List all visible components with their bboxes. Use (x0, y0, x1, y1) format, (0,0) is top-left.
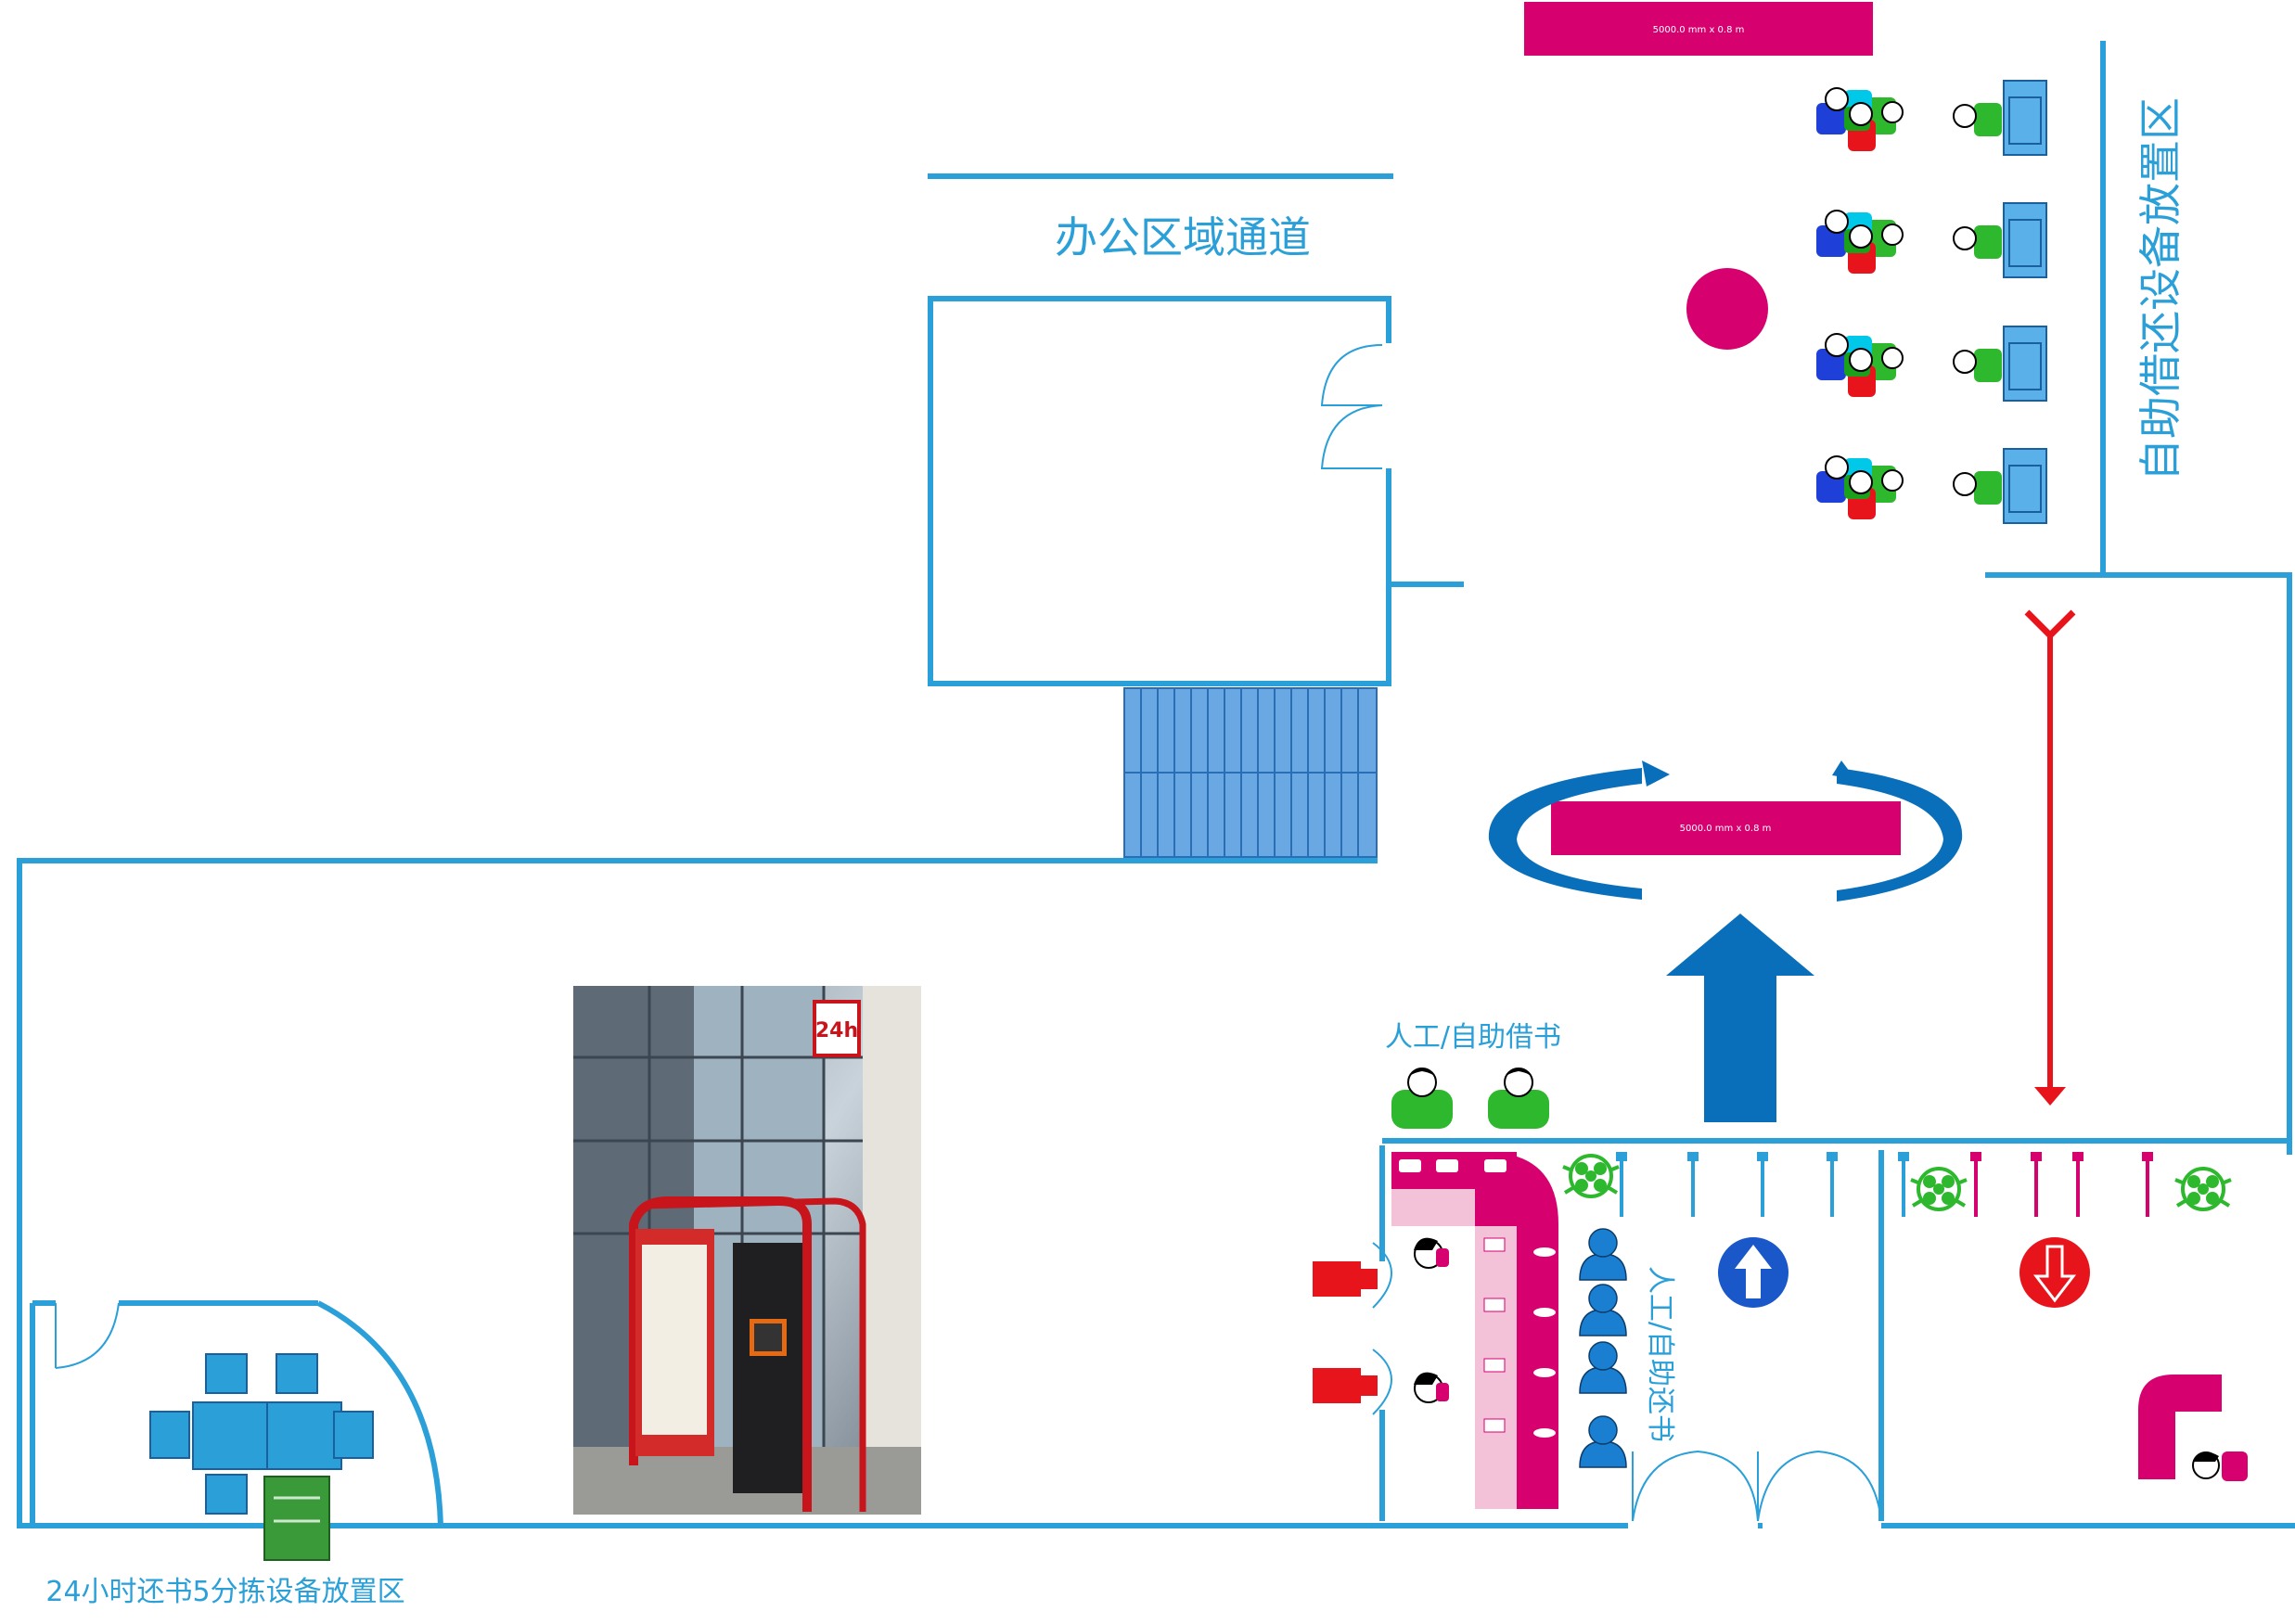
top-magenta-bar: 5000.0 mm x 0.8 m (1524, 2, 1873, 56)
entry-sign (1718, 1237, 1789, 1308)
exit-sign (2019, 1237, 2090, 1308)
counter-chairs (1313, 1242, 1392, 1415)
label-manual-borrow: 人工/自助借书 (1385, 1021, 1561, 1054)
door-office[interactable] (1320, 344, 1383, 470)
magenta-column (1686, 268, 1768, 350)
circulation-arrows (1488, 761, 1963, 902)
label-office-corridor: 办公区域通道 (1055, 212, 1311, 262)
center-magenta-bar: 5000.0 mm x 0.8 m (1551, 801, 1901, 855)
counter-staff (1579, 1228, 1627, 1468)
red-flow-arrow (2024, 609, 2076, 1106)
station-row (1816, 202, 2047, 278)
book-posts (1614, 1150, 2155, 1219)
plants (1561, 1154, 2233, 1211)
door-sort-zone[interactable] (55, 1302, 120, 1369)
service-counter (1391, 1152, 1558, 1509)
borrow-staff (1391, 1068, 1549, 1129)
stair-hatch (1123, 687, 1378, 858)
station-row (1816, 448, 2047, 524)
label-return-sort-zone: 24小时还书5分拣设备放置区 (45, 1576, 404, 1608)
svg-text:5000.0 mm x 0.8 m: 5000.0 mm x 0.8 m (1653, 25, 1745, 35)
guard-desk (2138, 1375, 2248, 1481)
door-entrance[interactable] (1632, 1450, 1882, 1522)
label-manual-return: 人工/自助还书 (1644, 1266, 1676, 1442)
label-self-service-zone: 自助借还设备放置区 (2135, 97, 2186, 481)
green-return-bin (263, 1476, 330, 1561)
station-row (1816, 326, 2047, 402)
walls (17, 41, 2295, 1528)
sort-zone-furniture (149, 1353, 374, 1515)
station-row (1816, 80, 2047, 156)
svg-text:5000.0 mm x 0.8 m: 5000.0 mm x 0.8 m (1680, 824, 1772, 834)
kiosk-photo: 24h (573, 986, 921, 1515)
counter-seated-staff (1414, 1237, 1449, 1403)
kiosk-sign-text: 24h (815, 1019, 858, 1042)
up-flow-arrow (1666, 914, 1814, 1122)
self-service-stations (1816, 80, 2047, 524)
